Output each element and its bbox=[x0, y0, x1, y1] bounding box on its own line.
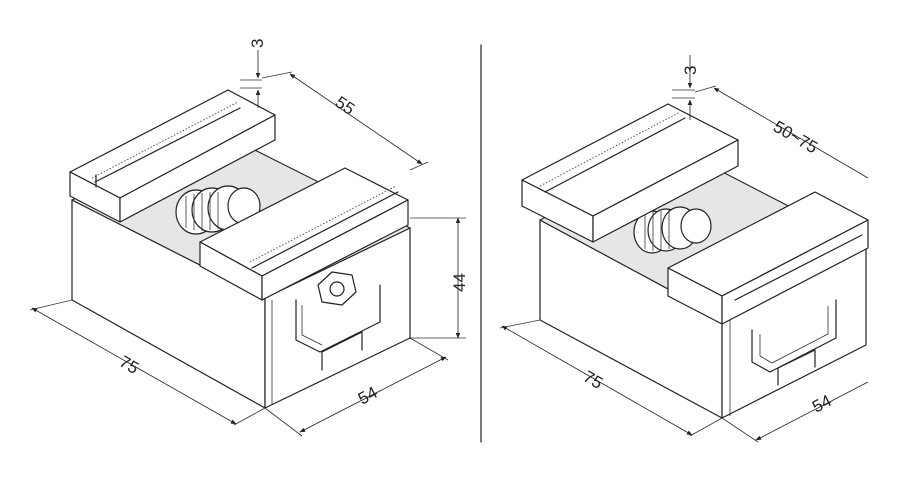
left-dim-jaw-step: 3 bbox=[240, 39, 267, 108]
right-dim-jaw-length-label: 50~75 bbox=[770, 117, 821, 157]
left-vise-view: 3 55 44 75 54 bbox=[29, 39, 469, 437]
left-front-jaw bbox=[199, 167, 409, 353]
left-spindle bbox=[175, 185, 261, 235]
left-dim-height: 44 bbox=[410, 217, 469, 339]
right-dim-depth-label: 54 bbox=[809, 391, 834, 417]
left-dim-depth-label: 54 bbox=[355, 383, 381, 409]
right-front-jaw bbox=[667, 191, 869, 373]
right-vise-view: 3 50~75 75 54 bbox=[499, 55, 869, 443]
right-back-jaw bbox=[521, 103, 739, 243]
right-spindle bbox=[633, 206, 712, 254]
left-back-jaw bbox=[69, 89, 276, 223]
right-dim-jaw-step-label: 3 bbox=[681, 66, 700, 75]
left-dim-jaw-length-label: 55 bbox=[332, 93, 358, 119]
right-dim-width-label: 75 bbox=[580, 367, 606, 393]
left-dim-width-label: 75 bbox=[116, 352, 142, 378]
left-dim-height-label: 44 bbox=[450, 273, 469, 292]
right-dim-jaw-step: 3 bbox=[672, 55, 700, 120]
left-dim-jaw-step-label: 3 bbox=[248, 39, 267, 48]
left-dim-jaw-length: 55 bbox=[261, 71, 429, 171]
